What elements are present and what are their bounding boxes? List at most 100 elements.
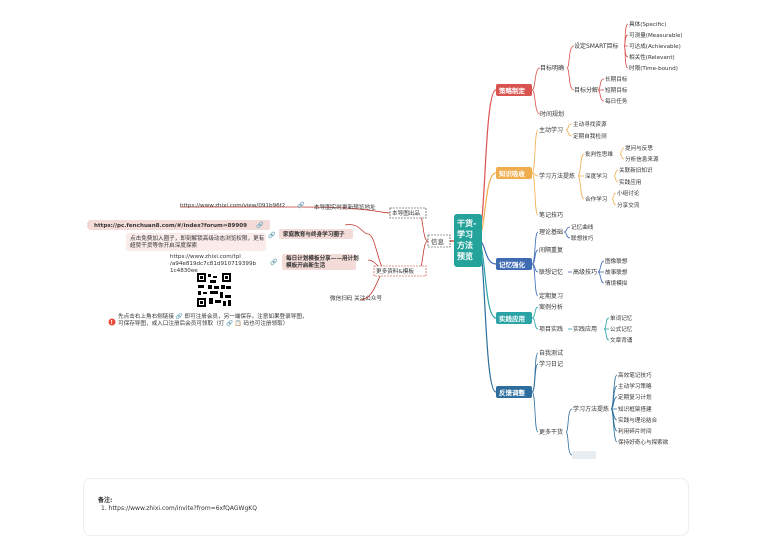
node-more-6[interactable]: 利用碎片时间 <box>618 427 652 435</box>
node-empty[interactable] <box>572 451 596 459</box>
note-card: 备注: 1. https://www.zhixi.com/invite?from… <box>83 478 689 536</box>
node-circle-label: 家庭教育与终身学习圈子 <box>283 230 345 238</box>
node-test[interactable]: 自我测试 <box>539 349 563 357</box>
node-decompose[interactable]: 目标分解 <box>574 86 598 94</box>
node-qr-caption: 微信扫码 关注公众号 <box>330 294 383 302</box>
node-smart-4[interactable]: 相关性(Relevant) <box>629 53 675 61</box>
circle-url-link-icon[interactable]: 🔗 <box>256 221 264 229</box>
node-methods[interactable]: 学习方法提炼 <box>539 172 575 180</box>
node-basic[interactable]: 理论基础 <box>539 228 563 236</box>
node-active[interactable]: 主动学习 <box>539 126 563 134</box>
node-info[interactable] <box>427 234 451 248</box>
branch-strategy[interactable] <box>496 84 532 96</box>
node-diary[interactable]: 学习日记 <box>539 360 563 368</box>
node-update-title[interactable]: 本导图实时更新预览地址 <box>314 203 376 211</box>
node-spaced[interactable]: 间隔重复 <box>539 246 563 254</box>
node-case[interactable]: 案例分析 <box>539 303 563 311</box>
node-deep-2[interactable]: 实践应用 <box>619 178 641 186</box>
branch-memory-label: 记忆强化 <box>499 260 526 269</box>
node-update-url[interactable]: https://www.zhixi.com/view/091b96f2 <box>180 203 285 209</box>
node-active-2[interactable]: 定期自我检测 <box>573 132 607 140</box>
node-more-3[interactable]: 定期复习计划 <box>618 393 652 401</box>
node-more-2[interactable]: 主动学习策略 <box>618 382 652 390</box>
plan-link-icon[interactable]: 🔗 <box>270 258 278 266</box>
node-smart-3[interactable]: 可达成(Achievable) <box>629 42 681 50</box>
node-more[interactable]: 更多干货 <box>539 428 563 436</box>
node-smart[interactable]: 设定SMART目标 <box>574 42 619 50</box>
mention-note: ! 先点击右上角右侧链接 🔗 即可注册会员，另一端保存。注意如果登录导图，可保存… <box>108 312 308 327</box>
node-notes[interactable]: 笔记技巧 <box>539 211 563 219</box>
node-more-resources[interactable] <box>373 265 427 277</box>
branch-strategy-label: 策略制定 <box>498 86 526 95</box>
node-coop-1[interactable]: 小组讨论 <box>617 189 640 197</box>
branch-feedback[interactable] <box>496 386 532 398</box>
branch-practice-label: 实践应用 <box>499 314 525 323</box>
node-active-1[interactable]: 主动寻找资源 <box>573 120 607 128</box>
node-more-methods[interactable]: 学习方法提炼 <box>573 405 609 413</box>
root-node[interactable]: 干货- 学习 方法 预览 <box>454 214 482 267</box>
node-adv-3[interactable]: 情境模拟 <box>605 279 628 287</box>
node-more-1[interactable]: 高效笔记技巧 <box>618 371 652 379</box>
node-practice-2[interactable]: 公式记忆 <box>610 325 633 333</box>
node-circle-desc <box>126 233 266 251</box>
branch-knowledge-label: 知识吸收 <box>499 169 526 178</box>
root-title-3: 方法 <box>457 240 473 250</box>
branch-knowledge[interactable] <box>496 167 532 179</box>
node-circle-desc-label: 点击免费加入圈子，即刻解锁高级动态浏览权限，更有超赞干货等你开启深度探索 <box>130 234 265 249</box>
node-critical[interactable]: 批判性思维 <box>585 150 613 158</box>
node-plan-url[interactable]: https://www.zhixi.com/tpl/a94e819dc7c81d… <box>170 254 257 274</box>
node-deep-1[interactable]: 关联新旧知识 <box>619 166 653 174</box>
node-critical-2[interactable]: 分析信息来源 <box>625 155 659 163</box>
qr-code <box>196 272 232 308</box>
node-mem[interactable]: 联想记忆 <box>539 268 563 276</box>
node-deep[interactable]: 深度学习 <box>585 172 607 180</box>
node-smart-1[interactable]: 具体(Specific) <box>629 20 666 28</box>
node-plan-label: 每日计划模板分享——用计划模板开启新生活 <box>286 254 359 269</box>
node-info-label: 信息 <box>431 237 445 246</box>
more-icon[interactable]: ⋮ <box>85 222 91 229</box>
node-practice-1[interactable]: 单词记忆 <box>610 314 633 322</box>
node-original-label: 本导图出品 <box>392 209 420 217</box>
node-project[interactable]: 项目实践 <box>539 325 563 333</box>
node-time[interactable]: 时间规划 <box>540 110 564 118</box>
node-basic-2[interactable]: 联想技巧 <box>571 234 594 242</box>
node-smart-5[interactable]: 时限(Time-bound) <box>629 64 678 72</box>
root-title-4: 预览 <box>457 251 473 261</box>
node-plan[interactable] <box>282 254 356 270</box>
root-title-1: 干货- <box>457 218 476 228</box>
branch-practice[interactable] <box>496 312 532 324</box>
node-adv[interactable]: 高级技巧 <box>573 268 597 276</box>
root-title-2: 学习 <box>457 229 473 239</box>
node-decompose-2[interactable]: 短期目标 <box>605 86 628 94</box>
node-more-7[interactable]: 保持好奇心与探索欲 <box>618 438 669 446</box>
node-practice-3[interactable]: 文章背诵 <box>610 336 633 344</box>
node-coop-2[interactable]: 分享交流 <box>617 201 640 209</box>
node-circle[interactable] <box>279 229 353 239</box>
node-adv-1[interactable]: 图像联想 <box>605 257 628 265</box>
node-more-5[interactable]: 实践与理论结合 <box>618 416 658 424</box>
node-practice-apply[interactable]: 实践应用 <box>573 325 597 333</box>
branch-feedback-label: 反馈调整 <box>499 388 526 397</box>
node-smart-2[interactable]: 可测量(Measurable) <box>629 31 683 39</box>
node-circle-url-label: https://pc.fenchuan8.com/#/index?forum=8… <box>94 223 247 229</box>
node-decompose-3[interactable]: 每日任务 <box>605 97 628 105</box>
svg-text:!: ! <box>111 320 113 326</box>
node-more-4[interactable]: 知识框架搭建 <box>618 405 652 413</box>
node-critical-1[interactable]: 提问与反思 <box>625 144 653 152</box>
node-adv-2[interactable]: 故事联想 <box>605 268 628 276</box>
link-icon[interactable]: 🔗 <box>297 201 305 209</box>
note-line[interactable]: 1. https://www.zhixi.com/invite?from=6xf… <box>101 505 257 512</box>
node-basic-1[interactable]: 记忆曲线 <box>571 223 594 231</box>
node-circle-url[interactable] <box>88 220 270 230</box>
node-more-resources-label: 更多资料&模板 <box>376 267 414 275</box>
circle-link-icon[interactable]: 🔗 <box>268 231 276 239</box>
node-decompose-1[interactable]: 长期目标 <box>605 75 628 83</box>
note-title: 备注: <box>98 497 113 504</box>
node-goal[interactable]: 目标明确 <box>540 64 564 72</box>
node-review[interactable]: 定期复习 <box>539 292 563 300</box>
node-coop[interactable]: 合作学习 <box>585 195 607 203</box>
mention-text: 先点击右上角右侧链接 🔗 即可注册会员，另一端保存。注意如果登录导图，可保存导图… <box>118 312 308 327</box>
branch-memory[interactable] <box>496 258 532 270</box>
node-original[interactable] <box>389 207 427 219</box>
